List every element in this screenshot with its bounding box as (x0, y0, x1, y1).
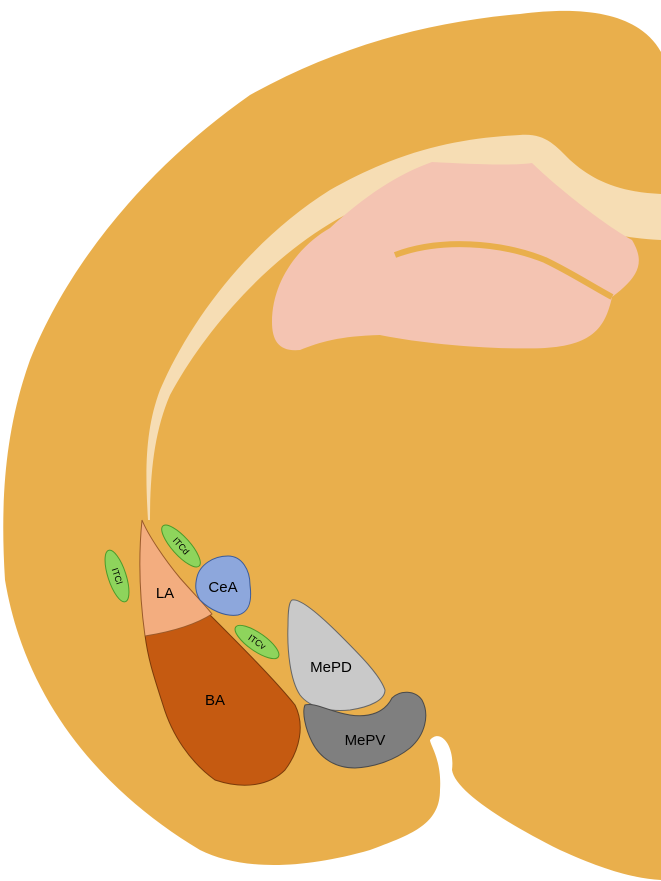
cea-label: CeA (208, 579, 237, 596)
ba-label: BA (205, 692, 225, 709)
la-label: LA (156, 585, 174, 602)
mepv-label: MePV (345, 732, 386, 749)
mepd-label: MePD (310, 659, 352, 676)
